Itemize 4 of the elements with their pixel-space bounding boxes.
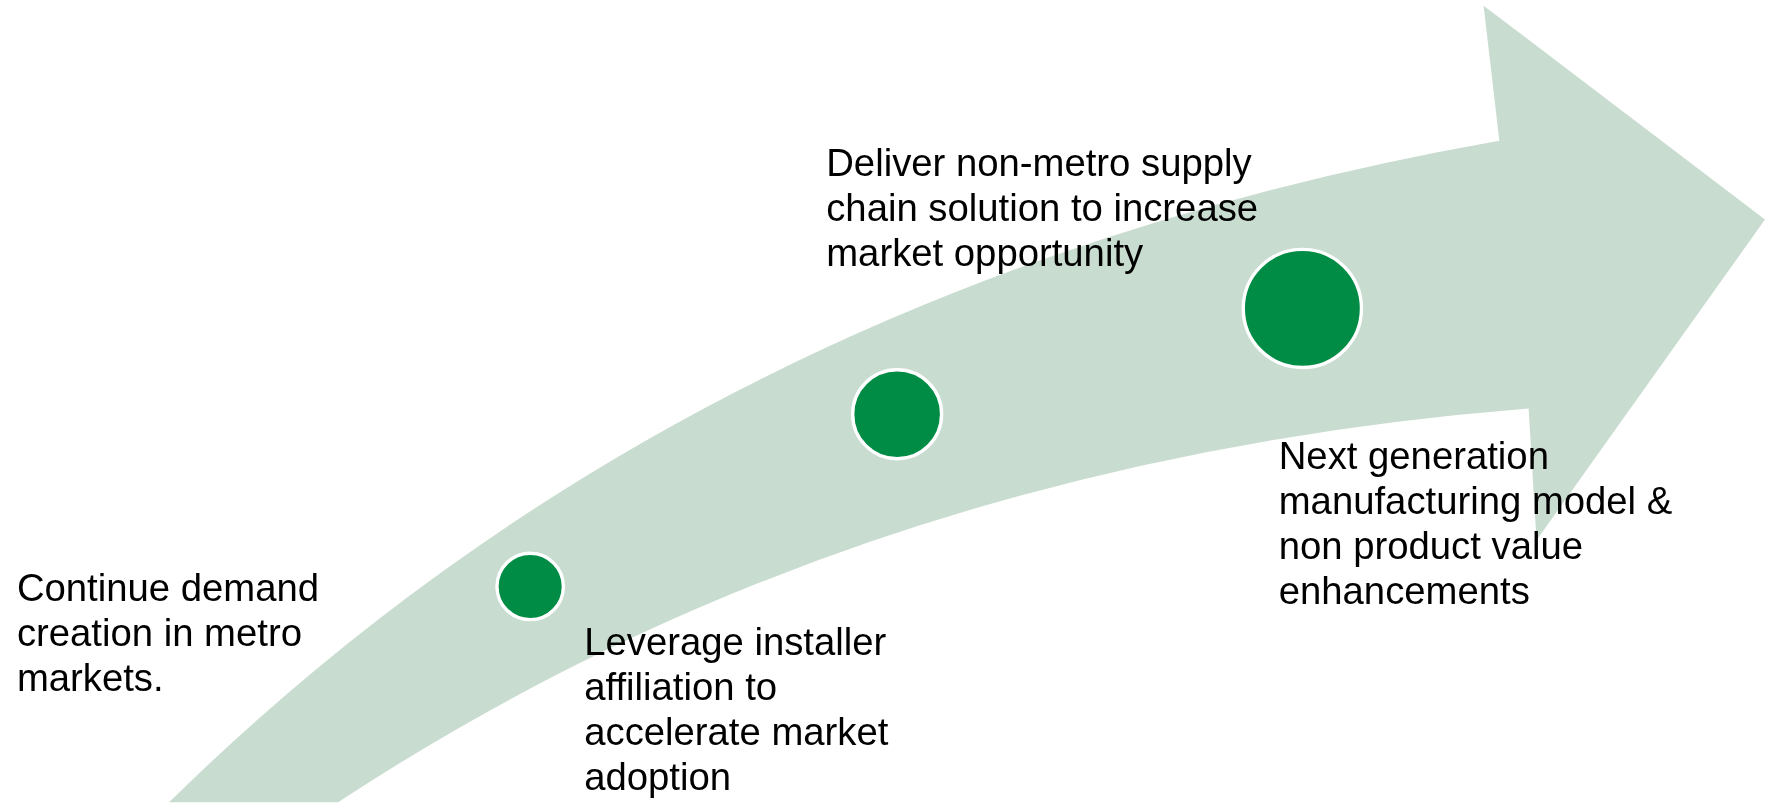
milestone-text: Continue demand creation in metro markets. bbox=[16, 565, 321, 701]
milestone-text: Leverage installer affiliation to accelerate market adoption bbox=[584, 619, 890, 800]
milestone-text: Deliver non-metro supply chain solution to increase market opportunity bbox=[826, 139, 1260, 275]
milestone-text: Next generation manufacturing model & non product value enhancements bbox=[1278, 433, 1674, 614]
